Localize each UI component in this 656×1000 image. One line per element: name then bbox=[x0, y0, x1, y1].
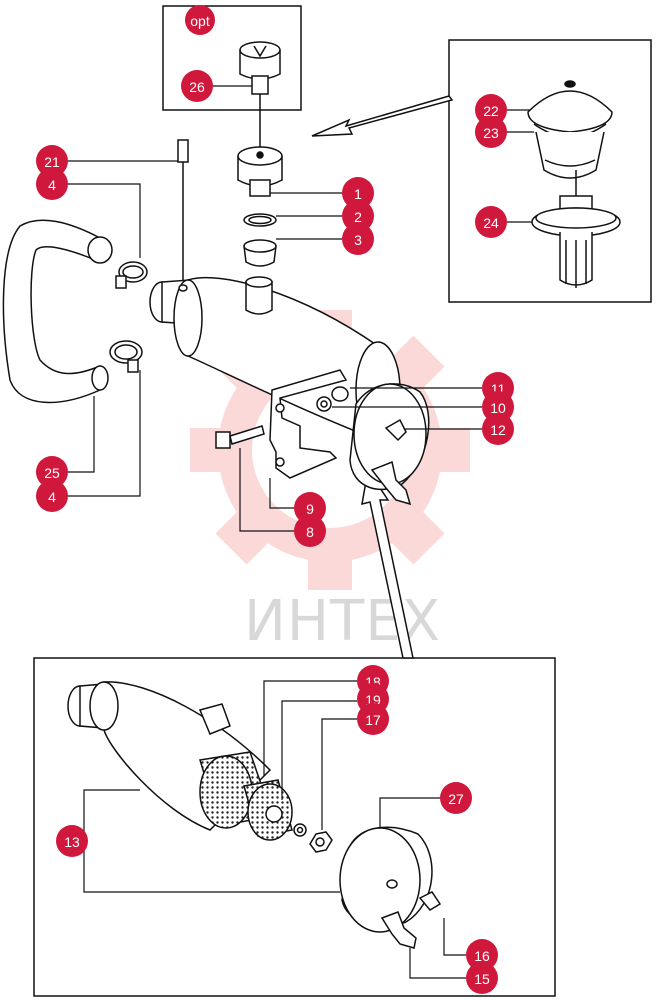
callout-c4a: 4 bbox=[36, 168, 68, 200]
callout-marker bbox=[357, 703, 389, 735]
intake-hose bbox=[2, 219, 113, 404]
callout-c16: 16 bbox=[466, 939, 498, 971]
nut-washer bbox=[316, 386, 349, 412]
callout-label: 25 bbox=[44, 465, 60, 481]
callout-label: opt bbox=[190, 13, 210, 29]
rain-cap-part bbox=[239, 41, 281, 150]
callout-marker bbox=[466, 962, 498, 994]
callout-marker bbox=[56, 825, 88, 857]
callout-c13: 13 bbox=[56, 825, 88, 857]
callout-marker bbox=[36, 145, 68, 177]
callout-marker bbox=[475, 116, 507, 148]
callout-marker bbox=[181, 70, 213, 102]
callout-marker bbox=[475, 206, 507, 238]
callout-label: 2 bbox=[354, 209, 362, 225]
filter-frame bbox=[33, 657, 556, 997]
pointer-arrows bbox=[311, 95, 454, 659]
callout-c8: 8 bbox=[294, 515, 326, 547]
callout-label: 10 bbox=[490, 400, 506, 416]
callout-marker bbox=[342, 200, 374, 232]
callout-label: 24 bbox=[483, 215, 499, 231]
callout-marker bbox=[475, 94, 507, 126]
callout-c17: 17 bbox=[357, 703, 389, 735]
callout-c27: 27 bbox=[440, 782, 472, 814]
sensor-part bbox=[177, 139, 189, 292]
callout-c2: 2 bbox=[342, 200, 374, 232]
mounting-bracket bbox=[269, 369, 348, 479]
callout-marker bbox=[342, 177, 374, 209]
callout-opt: opt bbox=[185, 5, 215, 35]
callout-label: 13 bbox=[64, 834, 80, 850]
callout-c1: 1 bbox=[342, 177, 374, 209]
callout-label: 26 bbox=[189, 79, 205, 95]
callout-marker bbox=[482, 413, 514, 445]
callout-marker bbox=[36, 480, 68, 512]
callout-marker bbox=[466, 939, 498, 971]
callout-c3: 3 bbox=[342, 223, 374, 255]
frames bbox=[33, 5, 652, 997]
callout-marker bbox=[185, 5, 215, 35]
callout-label: 3 bbox=[354, 232, 362, 248]
callout-marker bbox=[294, 492, 326, 524]
callout-label: 9 bbox=[306, 501, 314, 517]
callout-c22: 22 bbox=[475, 94, 507, 126]
watermark-text: ИНТЕХ bbox=[244, 589, 441, 654]
callout-c15: 15 bbox=[466, 962, 498, 994]
bolt-part bbox=[215, 425, 265, 449]
callout-c26: 26 bbox=[181, 70, 213, 102]
callout-c9: 9 bbox=[294, 492, 326, 524]
pre-cleaner-parts bbox=[527, 80, 621, 288]
callout-label: 27 bbox=[448, 791, 464, 807]
inlet-cap-stack bbox=[237, 146, 283, 267]
callout-label: 4 bbox=[48, 489, 56, 505]
callout-c23: 23 bbox=[475, 116, 507, 148]
callout-label: 16 bbox=[474, 948, 490, 964]
hose-clamps bbox=[109, 261, 148, 373]
air-cleaner-housing bbox=[149, 276, 401, 442]
callout-label: 22 bbox=[483, 103, 499, 119]
callout-c12: 12 bbox=[482, 413, 514, 445]
callout-label: 8 bbox=[306, 524, 314, 540]
filter-elements bbox=[199, 751, 333, 853]
callout-c25: 25 bbox=[36, 456, 68, 488]
callout-layer: opt2622232421412311101225498181917271316… bbox=[36, 5, 514, 994]
callout-label: 4 bbox=[48, 177, 56, 193]
callout-label: 17 bbox=[365, 712, 381, 728]
callout-label: 23 bbox=[483, 125, 499, 141]
callout-c4b: 4 bbox=[36, 480, 68, 512]
detail-end-cover bbox=[339, 826, 442, 949]
callout-c21: 21 bbox=[36, 145, 68, 177]
callout-marker bbox=[36, 168, 68, 200]
callout-label: 12 bbox=[490, 422, 506, 438]
callout-marker bbox=[440, 782, 472, 814]
opt-frame bbox=[162, 5, 302, 111]
callout-label: 21 bbox=[44, 154, 60, 170]
callout-marker bbox=[36, 456, 68, 488]
callout-label: 15 bbox=[474, 971, 490, 987]
callout-label: 1 bbox=[354, 186, 362, 202]
callout-marker bbox=[342, 223, 374, 255]
callout-marker bbox=[294, 515, 326, 547]
cap-frame bbox=[448, 39, 652, 303]
end-cover bbox=[349, 383, 430, 506]
callout-c10: 10 bbox=[482, 391, 514, 423]
callout-marker bbox=[482, 391, 514, 423]
callout-c24: 24 bbox=[475, 206, 507, 238]
